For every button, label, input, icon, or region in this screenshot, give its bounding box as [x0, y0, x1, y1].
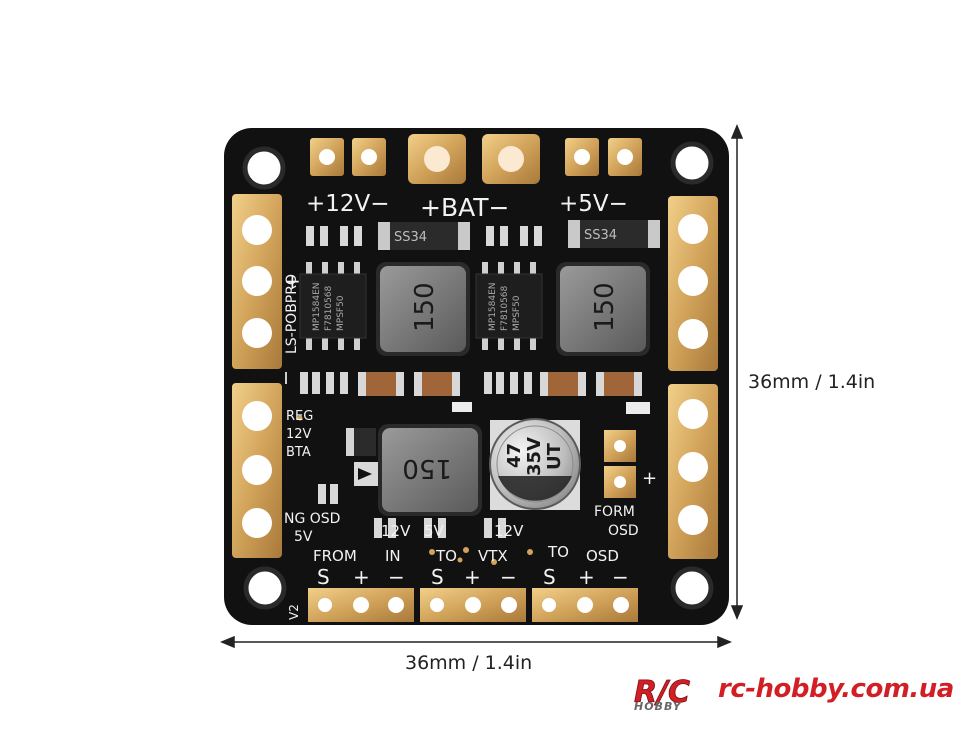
- header-from: FROM: [313, 547, 357, 565]
- ic-label-1c: MPSF50: [336, 295, 346, 331]
- diode-label-left: SS34: [394, 230, 427, 245]
- brand-logo-icon: R/C: [634, 675, 691, 711]
- brand-mark-text: R/C: [634, 675, 690, 710]
- top-pads: [310, 134, 642, 184]
- header-osd: OSD: [586, 547, 619, 565]
- electrolytic-capacitor: [489, 418, 581, 510]
- board-model: LS-POBPRO: [284, 274, 300, 354]
- regulator-ics: [299, 262, 543, 350]
- cap-label-3: UT: [544, 442, 565, 470]
- cap-label-1: 47: [504, 443, 525, 468]
- inductor-label-1: 150: [410, 282, 440, 332]
- brand-url[interactable]: rc-hobby.com.ua: [718, 674, 954, 704]
- ceramic-capacitors: [358, 372, 642, 396]
- select-12v-b: 12V: [494, 522, 524, 540]
- form-label: FORM: [594, 504, 635, 520]
- osd-label: OSD: [608, 523, 639, 539]
- ic-label-1a: MP1584EN: [312, 282, 322, 331]
- watermark: R/C HOBBY rc-hobby.com.ua: [632, 670, 962, 726]
- small-diode: [346, 428, 378, 486]
- inductors: [376, 262, 650, 516]
- diode-label-right: SS34: [584, 228, 617, 243]
- pin-plus-1: +: [353, 565, 370, 589]
- bottom-pads: [308, 588, 638, 622]
- silk-bta: BTA: [286, 445, 311, 460]
- header-vtx: VTX: [478, 547, 508, 565]
- pin-plus-3: +: [578, 565, 595, 589]
- pin-s-2: S: [431, 565, 444, 589]
- silk-ng-osd: NG OSD: [284, 511, 340, 527]
- pin-s-3: S: [543, 565, 556, 589]
- ic-label-2b: F7810568: [500, 285, 510, 331]
- label-5v: +5V−: [559, 191, 628, 217]
- brand-sub-label: HOBBY: [634, 700, 682, 713]
- select-12v-a: 12V: [381, 522, 411, 540]
- smd-resistor: [626, 402, 650, 414]
- pcb-board: [224, 128, 729, 625]
- header-to-vtx: TO: [435, 547, 457, 565]
- header-to-osd: TO: [547, 543, 569, 561]
- ic-label-2c: MPSF50: [512, 295, 522, 331]
- schottky-diodes: [378, 220, 660, 250]
- pin-minus-3: −: [612, 565, 629, 589]
- mounting-holes: [242, 141, 714, 610]
- select-5v: 5V: [424, 522, 445, 540]
- label-12v: +12V−: [306, 191, 390, 217]
- form-plus: +: [642, 468, 657, 489]
- pin-plus-2: +: [464, 565, 481, 589]
- silk-5v: 5V: [294, 529, 313, 545]
- silk-12v: 12V: [286, 427, 312, 442]
- inductor-label-2: 150: [590, 282, 620, 332]
- plus-mark: +: [284, 269, 301, 293]
- cap-label-2: 35V: [524, 437, 545, 476]
- form-osd-pads: [604, 430, 636, 498]
- ic-label-1b: F7810568: [324, 285, 334, 331]
- status-led: [452, 402, 472, 412]
- pin-minus-1: −: [388, 565, 405, 589]
- smd-passives: [300, 226, 542, 538]
- vias: [297, 415, 533, 565]
- pin-s-1: S: [317, 565, 330, 589]
- version-label: V2: [287, 604, 301, 620]
- left-pads: [232, 194, 282, 558]
- height-dimension-label: 36mm / 1.4in: [748, 371, 876, 393]
- width-dimension-label: 36mm / 1.4in: [405, 652, 533, 674]
- header-in: IN: [385, 547, 401, 565]
- ic-label-2a: MP1584EN: [488, 282, 498, 331]
- pin-minus-2: −: [500, 565, 517, 589]
- right-pads: [668, 196, 718, 559]
- inductor-label-3: 150: [402, 453, 452, 483]
- label-bat: +BAT−: [420, 193, 509, 222]
- dimension-lines: [220, 124, 744, 649]
- silk-reg: REG: [286, 409, 313, 424]
